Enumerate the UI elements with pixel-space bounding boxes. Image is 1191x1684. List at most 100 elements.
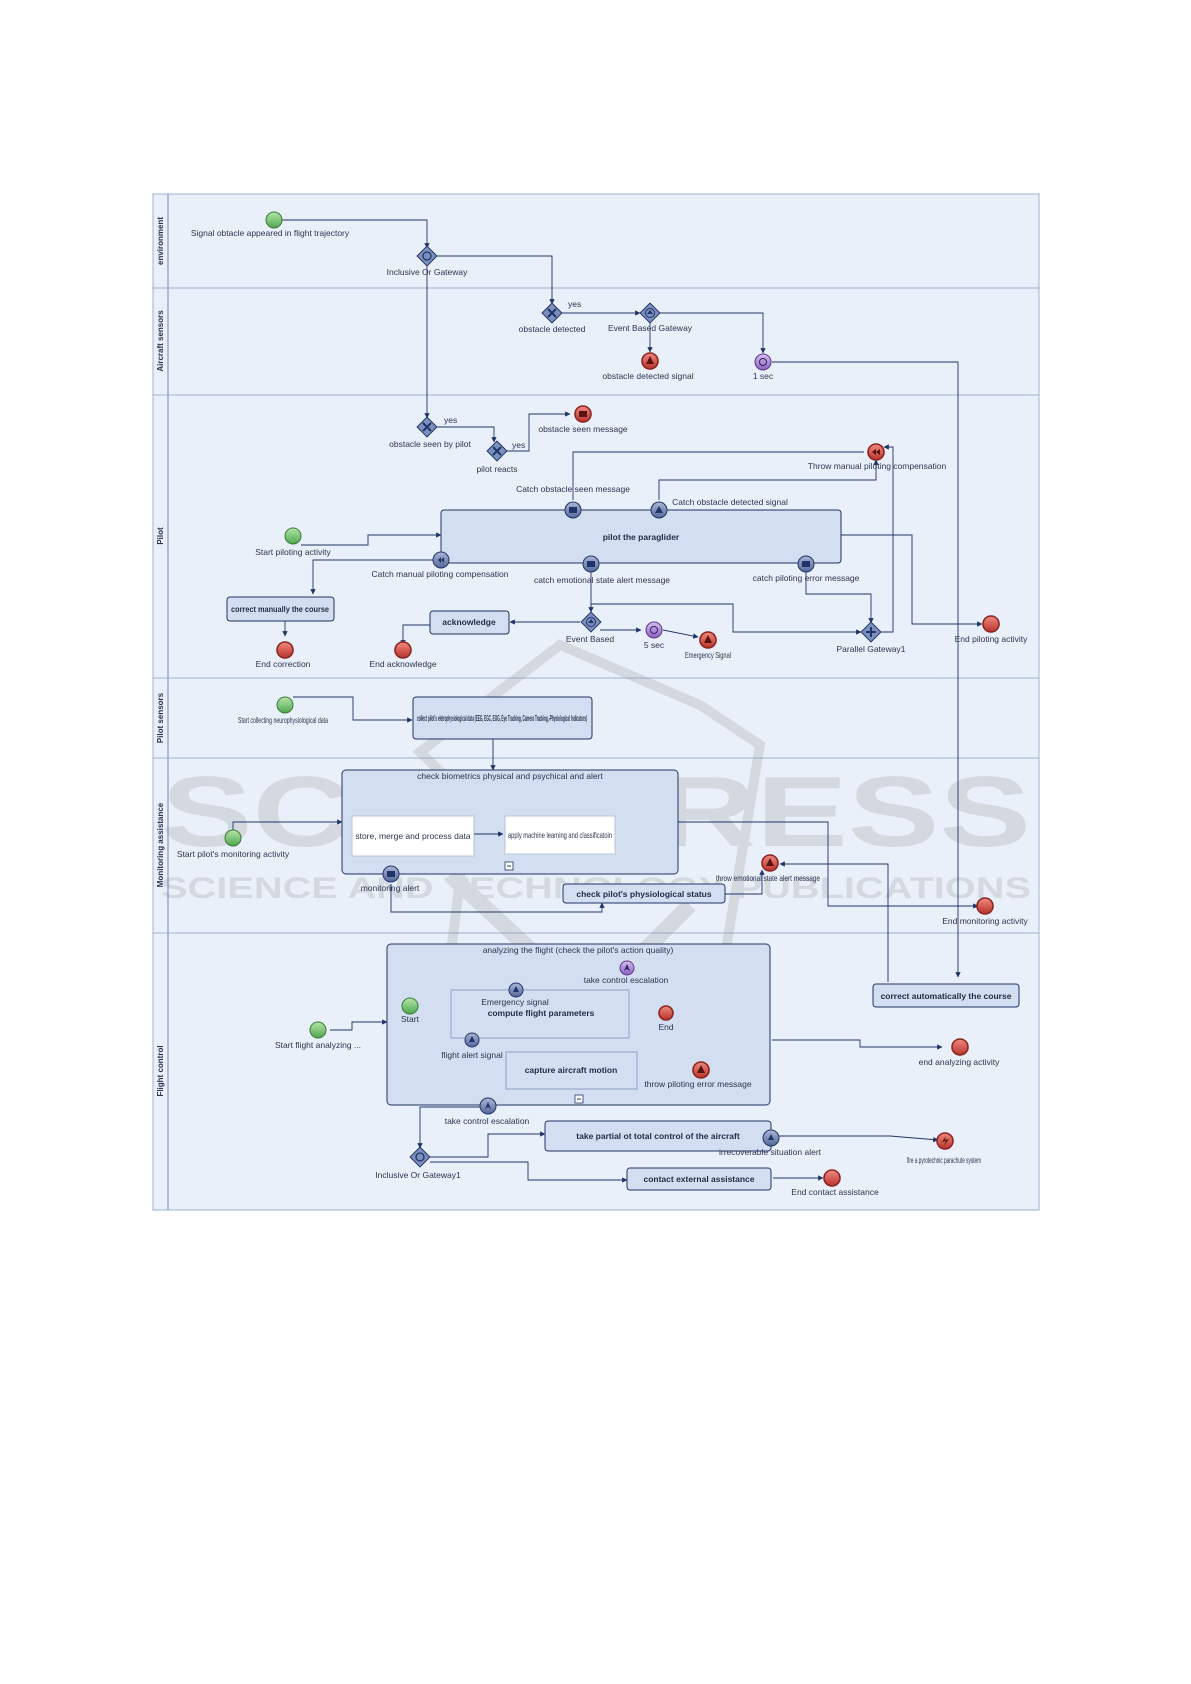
task-acknowledge-label: acknowledge (442, 617, 496, 627)
end-event-obstacle-seen-message-label: obstacle seen message (538, 424, 628, 434)
lane-label-environment: environment (156, 217, 165, 265)
end-event-correction[interactable] (276, 641, 294, 659)
lane-label-pilot-sensors: Pilot sensors (156, 692, 165, 743)
throw-emotional-alert[interactable] (761, 854, 779, 872)
task-correct-automatically[interactable] (872, 983, 1020, 1008)
rewind-icon (872, 449, 880, 455)
gateway-obstacle-detected[interactable] (541, 302, 563, 324)
boundary-catch-obstacle-detected[interactable] (650, 501, 668, 519)
clock-icon (759, 358, 767, 366)
gateway-obstacle-detected-label: obstacle detected (519, 324, 586, 334)
signal-icon (704, 635, 712, 643)
boundary-catch-piloting-error[interactable] (797, 555, 815, 573)
task-compute-flight-parameters[interactable] (450, 989, 630, 1039)
rewind-icon (438, 557, 444, 563)
task-collect-eletrophysiological-data-label: collect pilot's eletrophysiological data… (417, 713, 587, 723)
task-acknowledge[interactable] (429, 610, 510, 635)
lane-label-monitoring-assistance: Monitoring assistance (156, 802, 165, 887)
timer-event-5sec[interactable] (645, 621, 663, 639)
end-event-inner-label: End (658, 1022, 673, 1032)
event-based-gateway-label: Event Based Gateway (608, 323, 693, 333)
task-pilot-the-paraglider[interactable] (440, 509, 842, 564)
throw-piloting-error-message[interactable] (692, 1061, 710, 1079)
end-event-piloting[interactable] (982, 615, 1000, 633)
start-event-monitoring-label: Start pilot's monitoring activity (177, 849, 290, 859)
end-event-obstacle-seen-message[interactable] (574, 405, 592, 423)
end-event-contact[interactable] (823, 1169, 841, 1187)
boundary-irrecoverable-alert[interactable] (762, 1129, 780, 1147)
catch-obstacle-seen-label: Catch obstacle seen message (516, 484, 630, 494)
emergency-signal-label: Emergency signal (481, 997, 549, 1007)
start-event-monitoring[interactable] (224, 829, 242, 847)
throw-manual-piloting-compensation-label: Throw manual piloting compensation (808, 461, 947, 471)
boundary-monitoring-alert[interactable] (382, 865, 400, 883)
end-event-analyzing[interactable] (951, 1038, 969, 1056)
task-apply-ml[interactable] (504, 815, 616, 855)
start-event-flight-analyzing-label: Start flight analyzing ... (275, 1040, 361, 1050)
start-event-flight-analyzing[interactable] (309, 1021, 327, 1039)
collapse-icon[interactable] (504, 861, 514, 871)
envelope-icon (579, 411, 587, 417)
task-contact-external-assistance[interactable] (626, 1167, 772, 1191)
lane-label-flight-control: Flight control (156, 1045, 165, 1096)
boundary-emergency-signal[interactable] (508, 982, 524, 998)
signal-icon (513, 986, 519, 992)
subprocess-analyzing-flight-label: analyzing the flight (check the pilot's … (483, 945, 674, 955)
catch-obstacle-detected-label: Catch obstacle detected signal (672, 497, 788, 507)
task-capture-aircraft-motion-label: capture aircraft motion (525, 1065, 618, 1075)
start-event-obstacle-signal[interactable] (265, 211, 283, 229)
end-event-inner[interactable] (658, 1005, 674, 1021)
task-check-physiological-status-label: check pilot's physiological status (576, 889, 711, 899)
inclusive-or-gateway-label: Inclusive Or Gateway (387, 267, 469, 277)
inclusive-or-gateway1[interactable] (409, 1146, 431, 1168)
end-event-contact-label: End contact assistance (791, 1187, 879, 1197)
signal-icon (655, 506, 663, 513)
end-event-acknowledge[interactable] (394, 641, 412, 659)
timer-event-5sec-label: 5 sec (644, 640, 665, 650)
take-control-escalation-inner[interactable] (619, 960, 635, 976)
task-check-physiological-status[interactable] (562, 883, 726, 904)
lane-label-aircraft-sensors: Aircraft sensors (156, 310, 165, 372)
escalation-icon (624, 964, 630, 971)
catch-piloting-error-label: catch piloting error message (753, 573, 860, 583)
signal-icon (766, 858, 774, 866)
start-event-inner[interactable] (401, 997, 419, 1015)
subprocess-check-biometrics-label: check biometrics physical and psychical … (417, 771, 603, 781)
parallel-gateway[interactable] (860, 621, 882, 643)
task-correct-manually[interactable] (226, 596, 335, 622)
flow-label-yes-reacts: yes (512, 440, 525, 450)
throw-piloting-error-message-label: throw piloting error message (644, 1079, 752, 1089)
end-event-obstacle-detected-signal-label: obstacle detected signal (602, 371, 693, 381)
throw-manual-piloting-compensation[interactable] (867, 443, 885, 461)
task-collect-eletrophysiological-data[interactable] (412, 696, 593, 740)
timer-event-1sec[interactable] (754, 353, 772, 371)
task-pilot-the-paraglider-label: pilot the paraglider (603, 532, 680, 542)
end-event-obstacle-detected-signal[interactable] (641, 352, 659, 370)
end-event-analyzing-label: end analyzing activity (919, 1057, 1001, 1067)
boundary-take-control-escalation[interactable] (479, 1097, 497, 1115)
event-based-gateway-pilot[interactable] (580, 611, 602, 633)
inclusive-or-gateway[interactable] (416, 245, 438, 267)
gateway-obstacle-seen-by-pilot[interactable] (416, 416, 438, 438)
end-event-pyrotechnic[interactable] (936, 1132, 954, 1150)
boundary-catch-emotional-alert[interactable] (582, 555, 600, 573)
end-event-monitoring-label: End monitoring activity (942, 916, 1028, 926)
event-based-gateway[interactable] (639, 302, 661, 324)
task-capture-aircraft-motion[interactable] (505, 1051, 638, 1090)
gateway-pilot-reacts[interactable] (486, 440, 508, 462)
start-event-piloting[interactable] (284, 527, 302, 545)
signal-icon (697, 1065, 705, 1073)
collapse-icon-flight[interactable] (574, 1094, 584, 1104)
start-event-collecting-line-1: Start collecting neurophysiological data (238, 715, 328, 725)
end-event-emergency-signal[interactable] (699, 631, 717, 649)
start-event-collecting[interactable] (276, 696, 294, 714)
boundary-catch-manual-compensation[interactable] (432, 551, 450, 569)
flow-label-yes-obstacle: yes (568, 299, 581, 309)
boundary-catch-obstacle-seen[interactable] (564, 501, 582, 519)
envelope-icon (802, 561, 810, 567)
task-store-merge[interactable] (351, 815, 475, 857)
flight-alert-label: flight alert signal (441, 1050, 503, 1060)
task-contact-external-assistance-label: contact external assistance (643, 1174, 754, 1184)
end-event-monitoring[interactable] (976, 897, 994, 915)
boundary-flight-alert[interactable] (464, 1032, 480, 1048)
